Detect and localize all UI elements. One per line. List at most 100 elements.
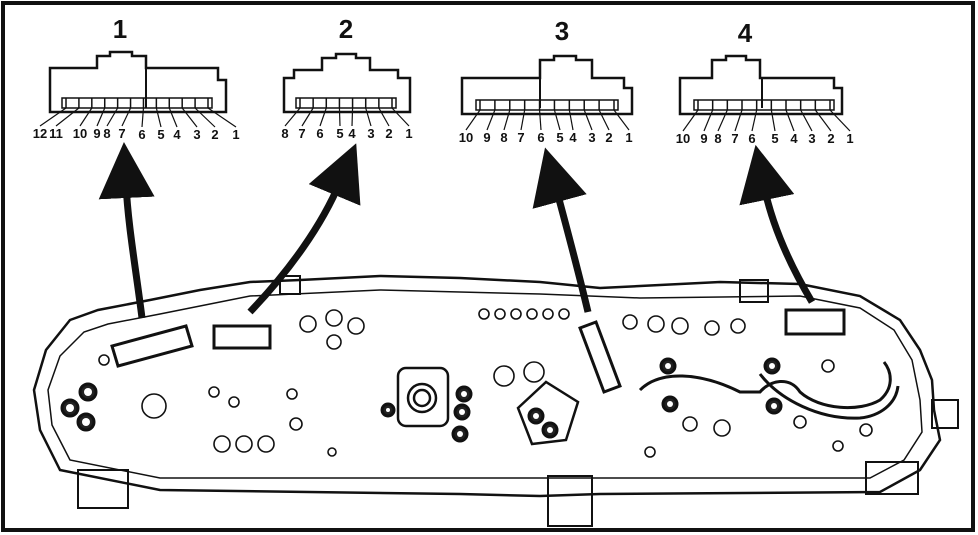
- board-hole: [832, 440, 844, 452]
- board-hole: [793, 415, 807, 429]
- pin-lead-line: [465, 109, 481, 131]
- connector-2-pin-label: 5: [336, 126, 343, 141]
- gauge-mount: [396, 366, 450, 428]
- board-socket-4: [784, 308, 846, 336]
- connector-2-pin-label: 3: [367, 126, 374, 141]
- connector-4-pin-label: 7: [731, 131, 738, 146]
- board-hole: [289, 417, 303, 431]
- connector-3-housing: [460, 54, 634, 116]
- bulb-socket-center: [82, 418, 90, 426]
- connector-3-pin-label: 9: [483, 130, 490, 145]
- connector-4-pin-label: 9: [700, 131, 707, 146]
- pin-lead-line: [365, 107, 372, 127]
- gauge-mount: [516, 380, 580, 446]
- board-hole: [859, 423, 873, 437]
- connector-3-pin-label: 5: [556, 130, 563, 145]
- connector-1-pin-label: 12: [33, 126, 47, 141]
- bulb-socket-center: [547, 427, 553, 433]
- connector-1-pins: 12 11 10 9 8 7 6 5 4 3 2 1: [33, 126, 240, 142]
- mounting-tab: [547, 475, 593, 527]
- board-hole: [821, 359, 835, 373]
- board-hole: [327, 447, 337, 457]
- mounting-tab: [279, 275, 301, 295]
- pin-lead-line: [301, 107, 314, 127]
- board-hole: [347, 317, 365, 335]
- board-hole: [682, 416, 698, 432]
- board-hole: [494, 308, 506, 320]
- mounting-tab: [77, 469, 129, 509]
- pin-lead-line: [168, 107, 178, 128]
- mounting-tab: [865, 461, 919, 495]
- bulb-socket-center: [667, 401, 673, 407]
- connector-2-pin-label: 1: [405, 126, 412, 141]
- connector-4-pin-label: 1: [846, 131, 853, 146]
- connector-4-pin-label: 8: [714, 131, 721, 146]
- pin-lead-line: [181, 107, 198, 128]
- connector-3: 3 10 9 8 7 6 5 4 3 2 1: [459, 16, 634, 145]
- pin-lead-line: [391, 107, 410, 127]
- pin-lead-line: [770, 109, 776, 132]
- bulb-socket-center: [459, 409, 465, 415]
- pin-lead-line: [96, 107, 106, 127]
- board-hole: [257, 435, 275, 453]
- pin-lead-line: [351, 107, 354, 127]
- connector-2-pin-label: 2: [385, 126, 392, 141]
- board-hole: [542, 308, 554, 320]
- board-hole: [478, 308, 490, 320]
- board-hole: [213, 435, 231, 453]
- pin-lead-line: [141, 107, 145, 128]
- pin-lead-line: [568, 109, 574, 131]
- connector-1-pin-label: 2: [211, 127, 218, 142]
- connector-2-pin-label: 4: [348, 126, 356, 141]
- pin-lead-lines: [39, 98, 851, 132]
- board-socket-3: [578, 320, 622, 394]
- connector-4-housing: [678, 54, 844, 116]
- connector-3-pin-label: 4: [569, 130, 577, 145]
- connector-1-pin-label: 7: [118, 126, 125, 141]
- pin-lead-line: [538, 109, 542, 131]
- connector-1-pin-label: 10: [73, 126, 87, 141]
- bulb-socket-center: [533, 413, 539, 419]
- connector-1-title: 1: [113, 14, 127, 44]
- board-hole: [523, 361, 545, 383]
- pin-lead-line: [503, 109, 511, 131]
- board-hole: [644, 446, 656, 458]
- board-socket-2: [212, 324, 272, 350]
- pin-lead-line: [520, 109, 526, 131]
- pin-lead-line: [598, 109, 610, 131]
- arrow-connector-1: [98, 142, 155, 319]
- board-hole: [526, 308, 538, 320]
- connector-4-pin-label: 4: [790, 131, 798, 146]
- board-hole: [493, 365, 515, 387]
- bulb-socket-center: [66, 404, 74, 412]
- mounting-tab: [739, 279, 769, 303]
- pin-lead-line: [553, 109, 561, 131]
- connector-1-housing: [48, 50, 228, 114]
- board-hole: [647, 315, 665, 333]
- gauge-terminal: [406, 382, 438, 414]
- pin-lead-line: [734, 109, 743, 132]
- board-socket-1: [110, 324, 194, 368]
- bulb-socket-center: [461, 391, 467, 397]
- connector-3-pins: 10 9 8 7 6 5 4 3 2 1: [459, 130, 633, 145]
- pin-lead-line: [682, 109, 699, 132]
- bulb-socket-center: [771, 403, 777, 409]
- pin-lead-line: [717, 109, 728, 132]
- board-hole: [622, 314, 638, 330]
- connector-2-housing: [282, 52, 412, 114]
- arrow-connector-3: [532, 147, 592, 313]
- board-hole: [671, 317, 689, 335]
- arrow-connector-2: [247, 143, 361, 315]
- pin-lead-line: [814, 109, 832, 132]
- connector-1-pin-label: 1: [232, 127, 239, 142]
- connector-1-pin-label: 6: [138, 127, 145, 142]
- pin-lead-line: [785, 109, 795, 132]
- board-hole: [326, 334, 342, 350]
- pin-lead-line: [106, 107, 119, 127]
- connector-2: 2 8 7 6 5 4 3 2 1: [281, 14, 412, 141]
- connector-4-title: 4: [738, 18, 753, 48]
- bulb-socket-center: [665, 363, 671, 369]
- board-hole: [730, 318, 746, 334]
- connector-4-pins: 10 9 8 7 6 5 4 3 2 1: [676, 131, 854, 146]
